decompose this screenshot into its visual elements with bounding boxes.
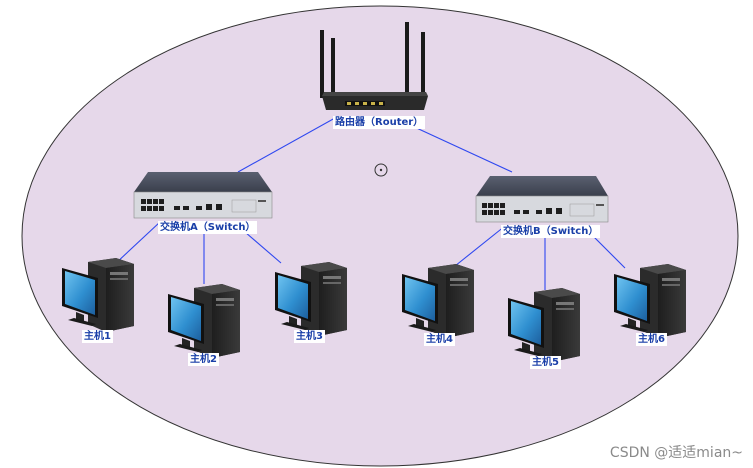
host-2-label: 主机2 (188, 353, 219, 366)
switch-b-label: 交换机B（Switch） (501, 225, 601, 238)
host-3-label: 主机3 (294, 330, 325, 343)
network-boundary-ellipse (21, 5, 739, 467)
host-6-label: 主机6 (636, 333, 667, 346)
link-switch-a-host-1 (114, 221, 161, 265)
switch-a-label: 交换机A（Switch） (158, 221, 258, 234)
router-label: 路由器（Router） (333, 116, 426, 129)
switch-b-icon (475, 176, 609, 223)
center-marker-icon (374, 163, 388, 177)
link-router-switch-a (237, 117, 336, 173)
host-5-label: 主机5 (530, 356, 561, 369)
host-1-label: 主机1 (82, 330, 113, 343)
host-4-label: 主机4 (424, 333, 455, 346)
watermark: CSDN @适适mian~ (609, 445, 743, 461)
link-router-switch-b (409, 124, 513, 173)
switch-a-icon (133, 172, 273, 219)
router-icon (320, 22, 428, 110)
link-switch-b-host-4 (454, 225, 506, 267)
